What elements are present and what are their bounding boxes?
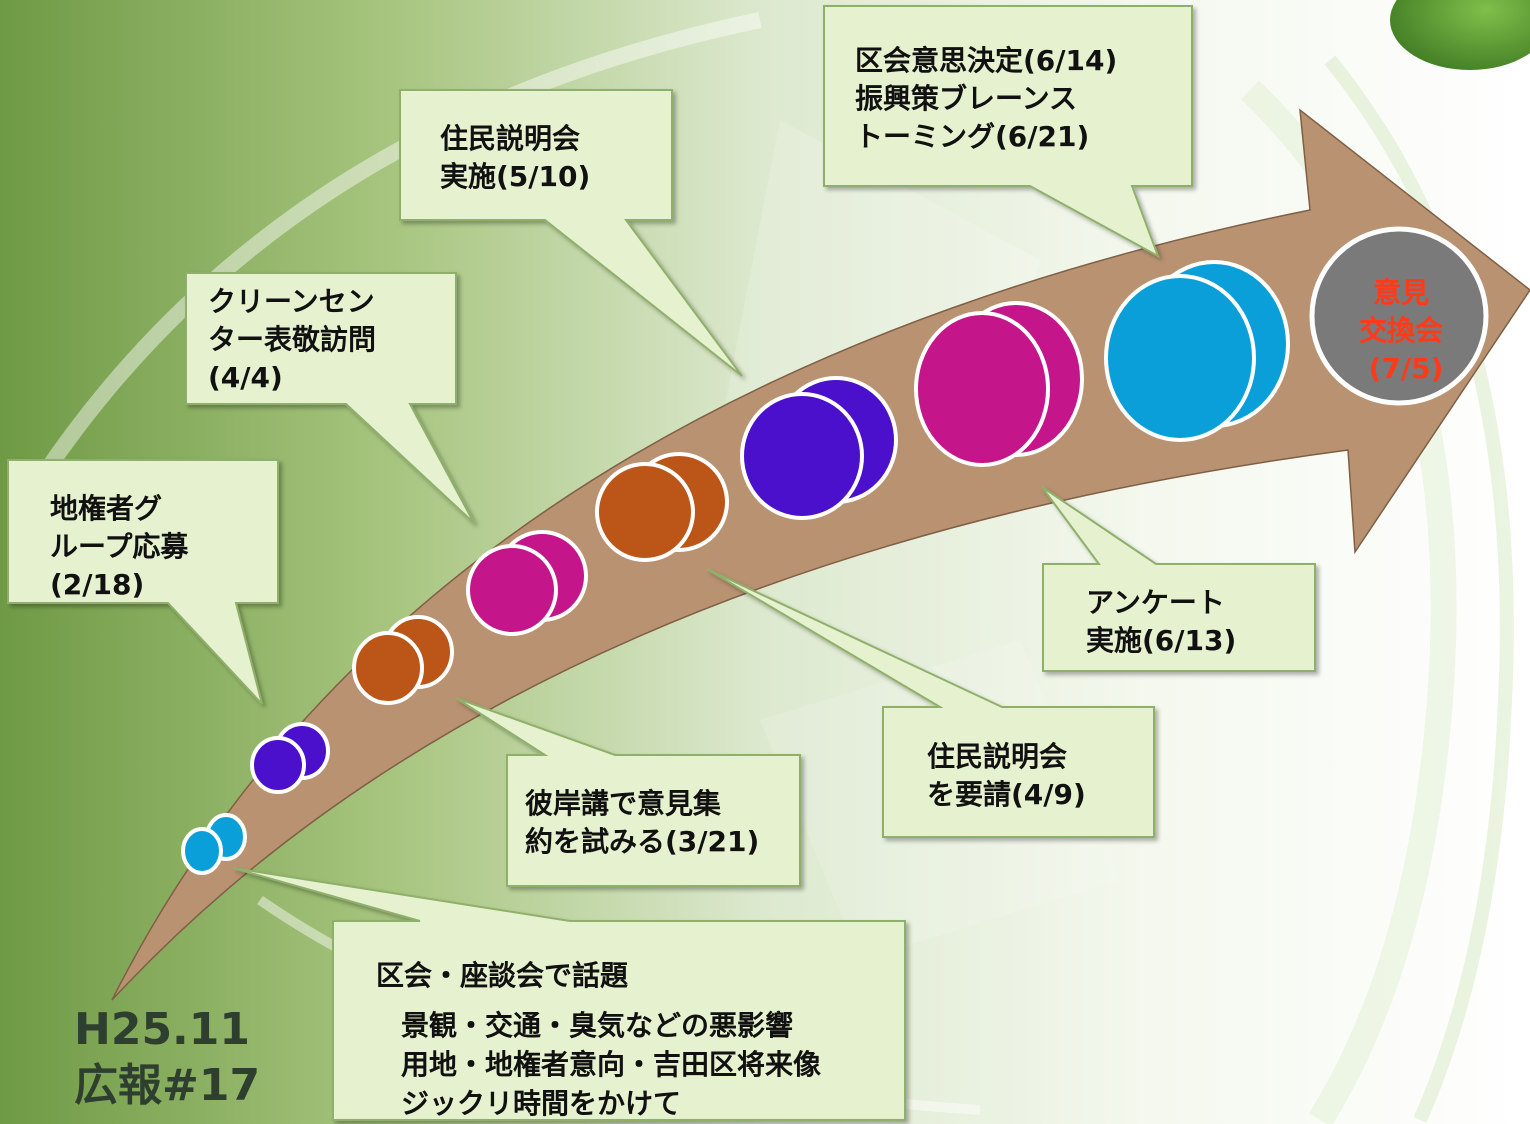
callout-text-ku-decision: 区会意思決定(6/14) 振興策ブレーンス トーミング(6/21) (855, 44, 1127, 153)
corner-label: H25.11 広報#17 (74, 1004, 265, 1111)
corner-label-issue: 広報#17 (74, 1060, 260, 1111)
milestone-disc-front (250, 736, 306, 794)
callout-line: 区会・座談会で話題 (376, 959, 629, 992)
milestone-disc-front (595, 462, 695, 562)
final-circle-text: 意見 交換会 (7/5) (1359, 276, 1453, 385)
callout-briefing-request (706, 568, 1155, 838)
callout-text-landowner-group: 地権者グ ループ応募 (2/18) (50, 492, 198, 601)
callout-line: ジックリ時間をかけて (401, 1087, 681, 1120)
callout-line: を要請(4/9) (927, 778, 1086, 811)
callout-line: 地権者グ (50, 492, 162, 525)
milestone-disc-front (914, 311, 1050, 467)
final-line: 意見 (1373, 276, 1429, 309)
milestone-disc-m4 (466, 530, 588, 636)
callout-line: 用地・地権者意向・吉田区将来像 (401, 1048, 822, 1081)
milestone-disc-front (181, 827, 223, 875)
callout-line: ループ応募 (50, 530, 189, 563)
final-circle (1309, 226, 1489, 406)
callout-ku-decision (823, 5, 1193, 259)
milestone-disc-front (1104, 274, 1256, 442)
callout-higan-ko (455, 697, 801, 887)
callout-briefing-5-10 (399, 89, 743, 377)
callout-line: 区会意思決定(6/14) (855, 44, 1117, 77)
callout-line: 振興策ブレーンス (855, 82, 1077, 115)
corner-label-date: H25.11 (74, 1004, 250, 1055)
callout-line: 実施(5/10) (440, 160, 590, 193)
milestone-disc-m7 (914, 301, 1084, 467)
callout-line: 実施(6/13) (1086, 624, 1236, 657)
callout-text-briefing-5-10: 住民説明会 実施(5/10) (440, 122, 590, 193)
callout-line: 約を試みる(3/21) (525, 825, 759, 858)
milestone-disc-m2 (250, 722, 330, 794)
final-line: (7/5) (1369, 352, 1444, 385)
callout-line: クリーンセン (208, 285, 375, 318)
callout-line: (2/18) (50, 568, 144, 601)
callout-text-kukai-topic: 区会・座談会で話題 景観・交通・臭気などの悪影響 用地・地権者意向・吉田区将来像… (376, 959, 831, 1120)
milestone-disc-front (740, 392, 864, 520)
milestone-disc-m1 (181, 813, 247, 875)
callout-line: アンケート (1086, 586, 1225, 619)
callout-line: (4/4) (208, 361, 283, 394)
milestone-disc-m5 (595, 452, 729, 562)
milestone-disc-m8 (1104, 260, 1290, 442)
callout-text-survey: アンケート 実施(6/13) (1086, 586, 1236, 657)
callout-survey (1041, 486, 1316, 672)
milestone-disc-m3 (352, 615, 454, 705)
final-line: 交換会 (1359, 314, 1443, 347)
milestone-disc-front (466, 544, 558, 636)
milestone-disc-front (352, 631, 424, 705)
callout-text-higan-ko: 彼岸講で意見集 約を試みる(3/21) (525, 787, 759, 858)
callout-line: ター表敬訪問 (208, 323, 376, 356)
callout-line: 景観・交通・臭気などの悪影響 (401, 1009, 793, 1042)
callout-line: 住民説明会 (440, 122, 580, 155)
milestone-discs (181, 260, 1290, 875)
callout-line: 彼岸講で意見集 (525, 787, 721, 820)
callout-clean-center-visit (185, 272, 475, 524)
callout-landowner-group (7, 459, 279, 705)
callout-text-clean-center-visit: クリーンセン ター表敬訪問 (4/4) (208, 285, 386, 394)
leaf-image (1390, 0, 1530, 70)
callout-line: トーミング(6/21) (855, 120, 1089, 153)
callout-text-briefing-request: 住民説明会 を要請(4/9) (927, 740, 1086, 811)
callout-line: 住民説明会 (927, 740, 1067, 773)
callout-kukai-topic (232, 867, 906, 1121)
milestone-disc-m6 (740, 376, 898, 520)
